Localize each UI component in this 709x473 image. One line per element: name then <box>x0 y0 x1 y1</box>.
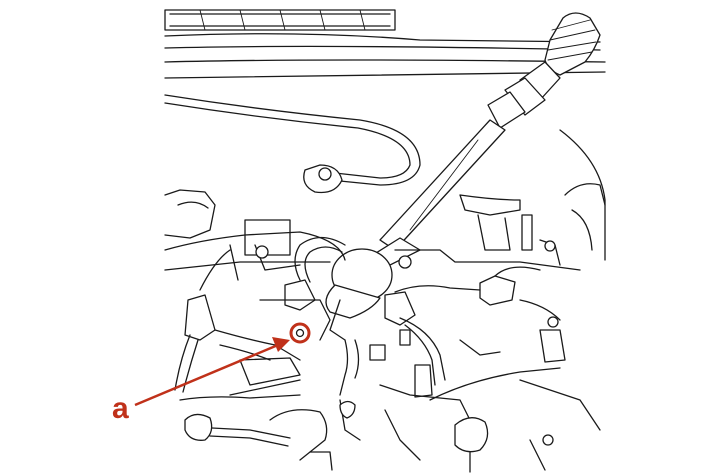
engine-lower <box>179 299 601 473</box>
upper-hose <box>164 94 421 194</box>
highlight-ring-icon <box>289 322 311 344</box>
engine-block-right <box>394 129 606 306</box>
torque-wrench-icon <box>325 12 601 341</box>
injector-left <box>174 236 346 393</box>
callout-label-a: a <box>112 392 129 425</box>
engine-block-left <box>164 189 346 281</box>
fuel-lines <box>214 285 481 398</box>
callout-arrow <box>134 337 290 407</box>
